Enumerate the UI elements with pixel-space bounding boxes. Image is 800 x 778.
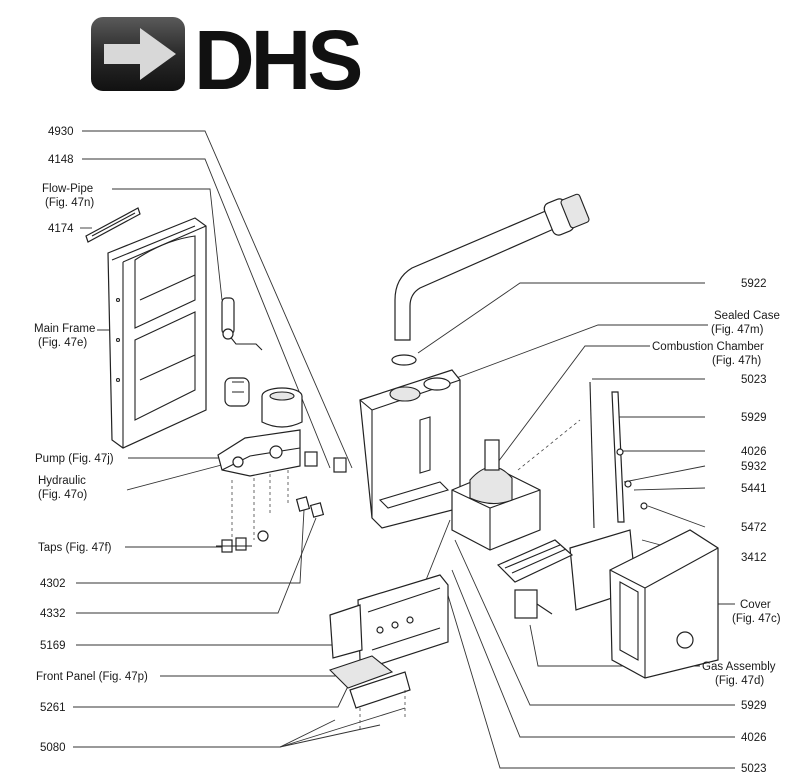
front-panel-part bbox=[328, 574, 449, 730]
main-frame-part bbox=[107, 217, 207, 449]
callout-5261: 5261 bbox=[40, 702, 66, 714]
callout-5023-top: 5023 bbox=[741, 374, 767, 386]
callout-gas-assembly-fig: (Fig. 47d) bbox=[715, 675, 764, 687]
clips-part bbox=[295, 496, 325, 518]
dhs-logo: DHS bbox=[91, 13, 364, 107]
callout-combustion-chamber-fig: (Fig. 47h) bbox=[712, 355, 761, 367]
callout-3412: 3412 bbox=[741, 552, 767, 564]
combustion-chamber-part bbox=[451, 419, 581, 551]
callout-4026-top: 4026 bbox=[741, 446, 767, 458]
callout-hydraulic: Hydraulic bbox=[38, 475, 86, 487]
callout-gas-assembly: Gas Assembly bbox=[702, 661, 776, 673]
callout-4332: 4332 bbox=[40, 608, 66, 620]
callout-main-frame: Main Frame bbox=[34, 323, 95, 335]
callout-cover-fig: (Fig. 47c) bbox=[732, 613, 781, 625]
callout-flow-pipe: Flow-Pipe bbox=[42, 183, 93, 195]
callout-front-panel: Front Panel (Fig. 47p) bbox=[36, 671, 148, 683]
callout-4930: 4930 bbox=[48, 126, 74, 138]
callout-combustion-chamber: Combustion Chamber bbox=[652, 341, 764, 353]
callout-5922: 5922 bbox=[741, 278, 767, 290]
callout-sealed-case-fig: (Fig. 47m) bbox=[711, 324, 764, 336]
sealed-case-part bbox=[359, 369, 461, 529]
callout-5929-top: 5929 bbox=[741, 412, 767, 424]
taps-part bbox=[216, 530, 269, 553]
callout-main-frame-fig: (Fig. 47e) bbox=[38, 337, 87, 349]
flue-pipe-part bbox=[391, 193, 590, 366]
bracket-4174-part bbox=[85, 207, 141, 243]
callout-5472: 5472 bbox=[741, 522, 767, 534]
callout-pump: Pump (Fig. 47j) bbox=[35, 453, 114, 465]
flow-pipe-part bbox=[221, 297, 263, 351]
callout-flow-pipe-fig: (Fig. 47n) bbox=[45, 197, 94, 209]
callout-4148: 4148 bbox=[48, 154, 74, 166]
callout-taps: Taps (Fig. 47f) bbox=[38, 542, 112, 554]
cover-part bbox=[609, 529, 719, 679]
logo-arrow-icon bbox=[104, 28, 176, 80]
callout-4026-bottom: 4026 bbox=[741, 732, 767, 744]
callout-5441: 5441 bbox=[741, 483, 767, 495]
callout-5169: 5169 bbox=[40, 640, 66, 652]
callout-5023-bottom: 5023 bbox=[741, 763, 767, 775]
leader-lines bbox=[73, 130, 451, 748]
callout-sealed-case: Sealed Case bbox=[714, 310, 780, 322]
logo-wordmark: DHS bbox=[194, 13, 360, 107]
callout-5080: 5080 bbox=[40, 742, 66, 754]
rods-part bbox=[589, 381, 648, 529]
callout-cover: Cover bbox=[740, 599, 771, 611]
gas-assembly-part bbox=[496, 539, 574, 619]
callout-hydraulic-fig: (Fig. 47o) bbox=[38, 489, 87, 501]
callout-4174: 4174 bbox=[48, 223, 74, 235]
pump-part bbox=[224, 377, 303, 428]
leader-lines-right bbox=[417, 282, 735, 769]
callout-4302: 4302 bbox=[40, 578, 66, 590]
callout-5929-bottom: 5929 bbox=[741, 700, 767, 712]
hydraulic-part bbox=[217, 429, 347, 545]
callout-5932: 5932 bbox=[741, 461, 767, 473]
